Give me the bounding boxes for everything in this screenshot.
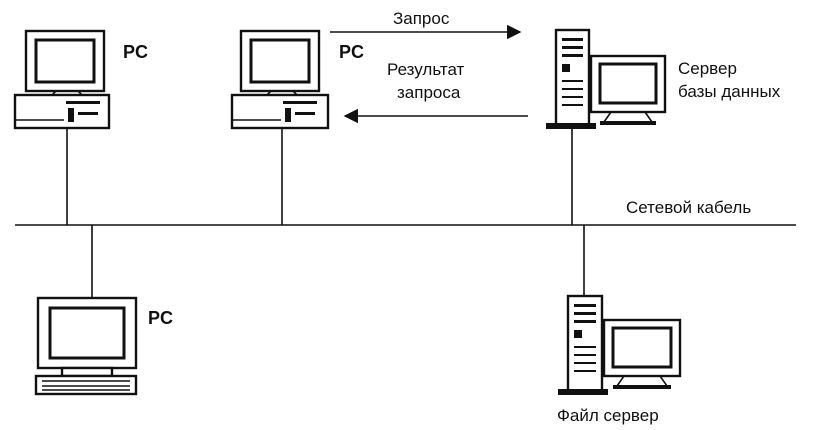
- result-label-line1: Результат: [387, 60, 465, 79]
- pc1-label: PC: [123, 42, 148, 62]
- pc2-desktop-icon: [230, 29, 330, 130]
- pc1-desktop-icon: [13, 29, 111, 130]
- db-server-tower-server-icon: [546, 28, 667, 129]
- pc3-desktop-icon: [34, 296, 138, 396]
- file-server-label: Файл сервер: [557, 406, 659, 425]
- request-label: Запрос: [393, 9, 450, 28]
- pc2-label: PC: [339, 42, 364, 62]
- network-cable-label: Сетевой кабель: [626, 198, 751, 217]
- db-server-label-line1: Сервер: [678, 59, 737, 78]
- db-server-label-line2: базы данных: [678, 82, 781, 101]
- file-server-tower-server-icon: [558, 294, 682, 395]
- pc3-label: PC: [148, 308, 173, 328]
- result-label-line2: запроса: [397, 83, 461, 102]
